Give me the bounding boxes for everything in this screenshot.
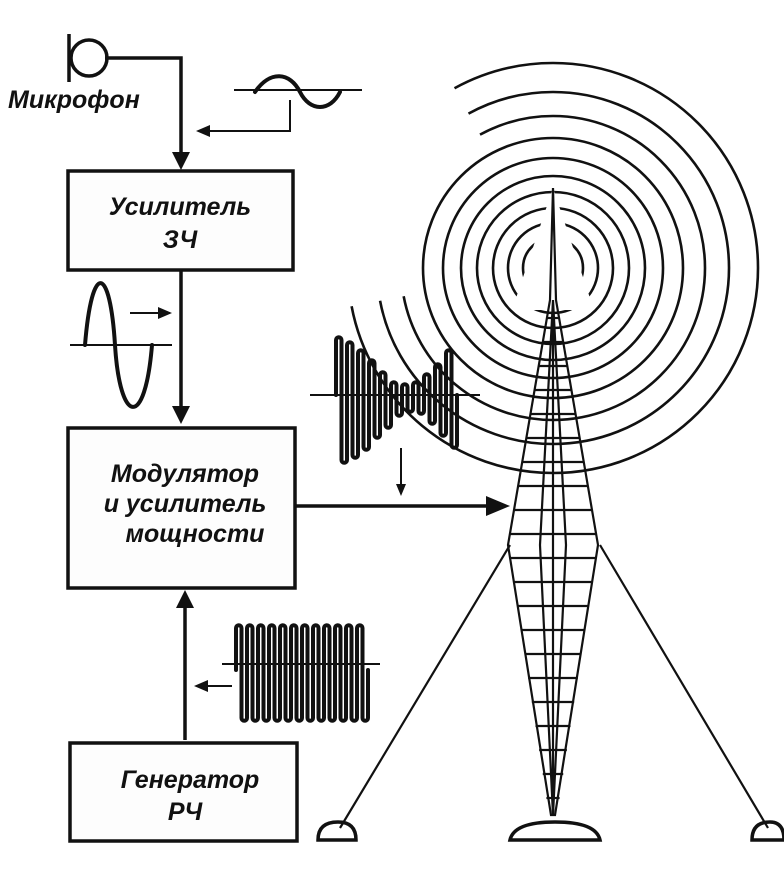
audio-amplifier-label-2: ЗЧ [163,226,199,254]
modulator-label-1: Модулятор [111,460,259,488]
modulator-to-antenna-line [295,496,510,516]
mast-top-mask [512,188,594,310]
audio-amplifier-label-1: Усилитель [109,193,251,221]
arrow-right-icon [158,307,172,319]
arrow-down-icon [172,152,190,170]
rf-generator-block: Генератор РЧ [68,741,299,843]
amp-to-modulator-line [172,270,190,424]
arrow-left-icon [194,680,208,692]
microphone-icon [69,38,109,78]
modulator-block: Модулятор и усилитель мощности [66,426,297,590]
audio-sine-wave [70,281,172,409]
modulated-wave [310,335,480,496]
rf-generator-label-2: РЧ [168,798,204,826]
rf-generator-label-1: Генератор [121,766,260,794]
audio-amplifier-block: Усилитель ЗЧ [66,169,295,272]
arrow-left-icon [196,125,210,137]
rf-carrier-wave [194,623,380,723]
antenna-tower [316,187,784,842]
arrow-right-icon [486,496,510,516]
arrow-down-icon [172,406,190,424]
modulator-label-2: и усилитель [104,490,267,518]
modulator-label-3: мощности [126,520,265,548]
microphone-label: Микрофон [8,86,140,114]
arrow-down-icon [396,484,406,496]
generator-to-modulator-line [176,590,194,740]
audio-input-wave [196,74,362,137]
arrow-up-icon [176,590,194,608]
microphone [67,34,190,170]
